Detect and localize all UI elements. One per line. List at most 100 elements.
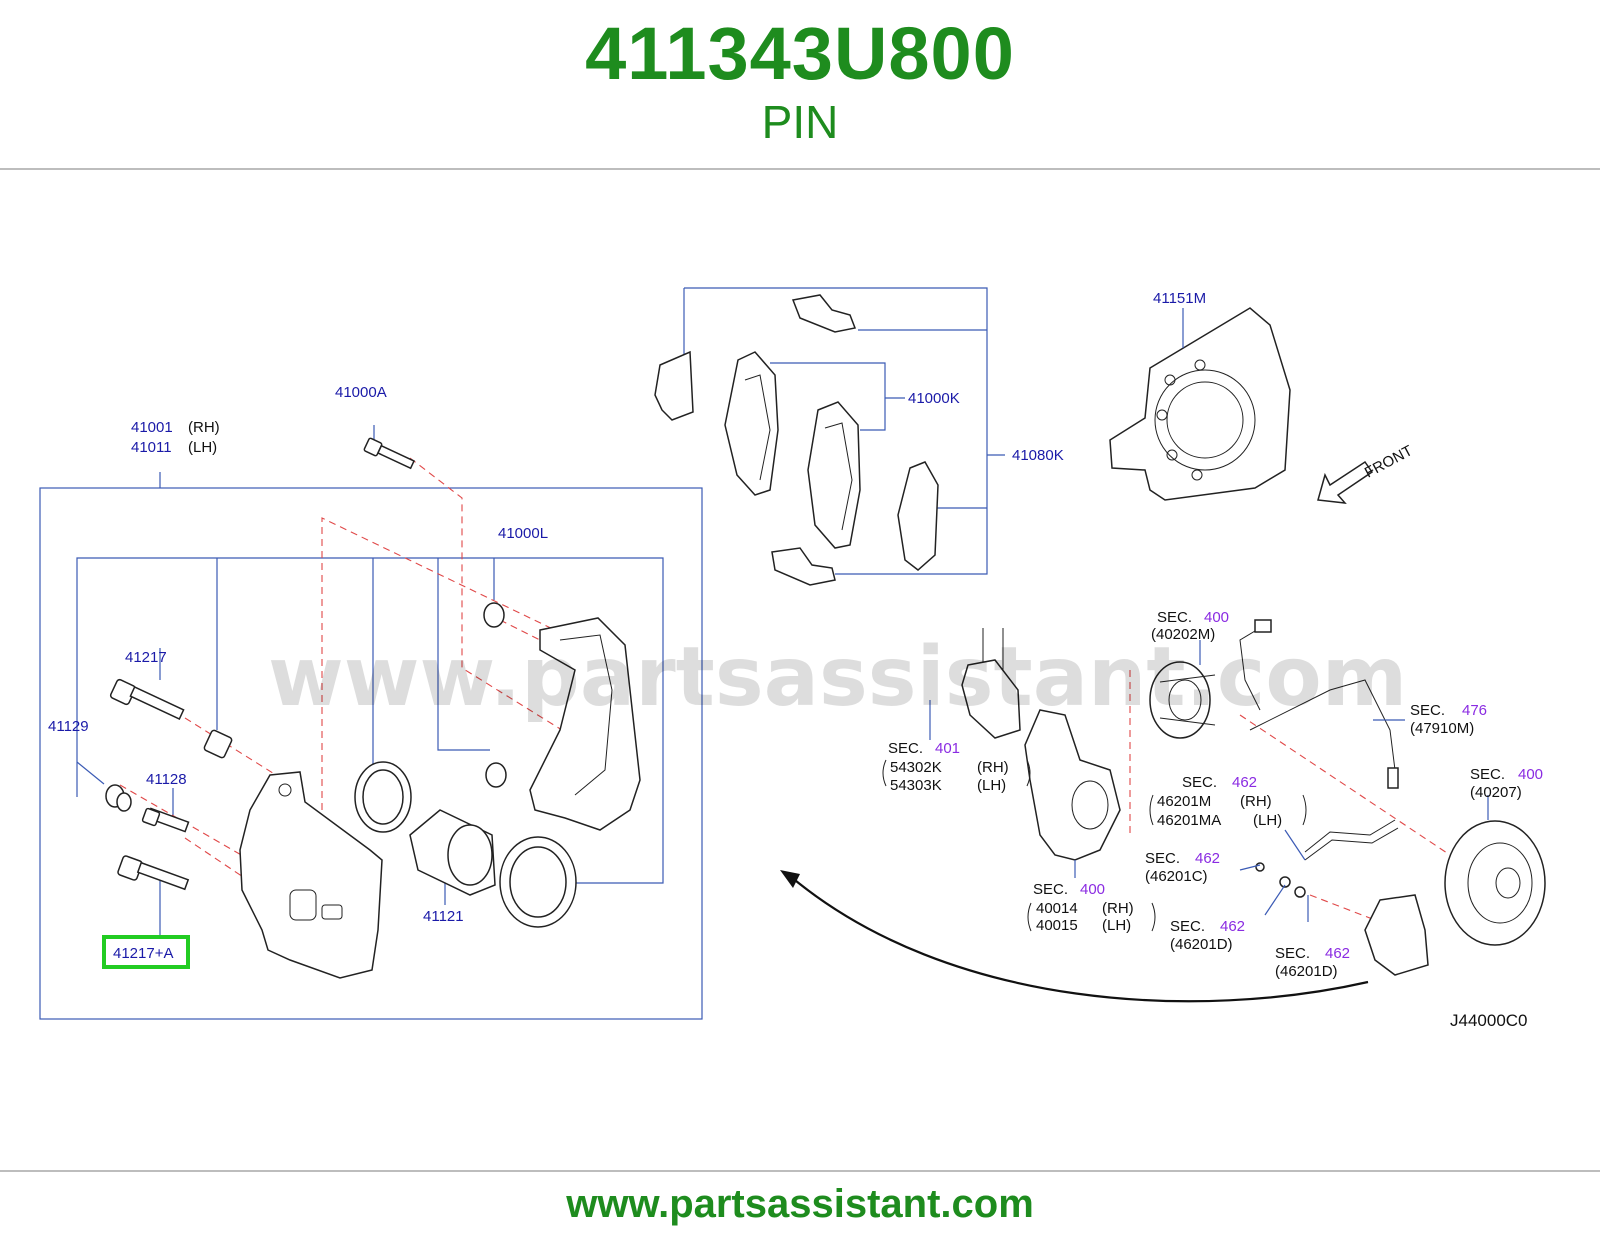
- dash-line-1: [321, 517, 556, 810]
- header-divider: [0, 168, 1600, 170]
- caliper-mount-hole: [278, 783, 292, 797]
- piston: [409, 809, 496, 896]
- label-sec-bolt-num[interactable]: 462: [1195, 850, 1220, 867]
- label-sec-washer2-num[interactable]: 462: [1325, 945, 1350, 962]
- guide-pin-41217A: [117, 855, 190, 891]
- label-41001-rh: (RH): [188, 419, 220, 436]
- dust-boot: [499, 836, 577, 928]
- bushing-upper: [483, 602, 505, 628]
- bracket-41080K: [684, 287, 988, 575]
- parts-diagram: 41001 (RH) 41011 (LH) 41000A 41000L 4121…: [39, 287, 1546, 1030]
- label-sec-strut-num[interactable]: 401: [935, 740, 960, 757]
- label-41000K[interactable]: 41000K: [908, 390, 960, 407]
- label-41128[interactable]: 41128: [146, 771, 187, 788]
- label-sec-washer1: SEC.: [1170, 918, 1205, 935]
- dash-line-2: [409, 457, 571, 736]
- leader-sec462-bolt: [1239, 864, 1261, 871]
- label-46201M-rh: (RH): [1240, 793, 1272, 810]
- label-40015: 40015: [1036, 917, 1078, 934]
- paren-right-40014: [1151, 902, 1156, 932]
- label-sec-hub-num[interactable]: 400: [1204, 609, 1229, 626]
- union-bolt: [1255, 862, 1265, 872]
- label-41000A[interactable]: 41000A: [335, 384, 387, 401]
- label-46201C: (46201C): [1145, 868, 1208, 885]
- abs-sensor: [1387, 767, 1399, 789]
- brake-pad-outer: [724, 351, 779, 496]
- label-41217[interactable]: 41217: [125, 649, 167, 666]
- label-40014-rh: (RH): [1102, 900, 1134, 917]
- bracket-41000L: [76, 557, 664, 884]
- page-header: 411343U800 PIN: [0, 0, 1600, 168]
- dash-line-rotor: [1239, 714, 1451, 856]
- shim-right: [897, 461, 939, 571]
- footer-url[interactable]: www.partsassistant.com: [566, 1182, 1034, 1226]
- knuckle-bore: [1071, 780, 1109, 830]
- label-41121[interactable]: 41121: [423, 908, 464, 925]
- strut-bracket: [961, 659, 1021, 739]
- label-41011-lh: (LH): [188, 439, 217, 456]
- brake-hose-outer: [1304, 827, 1399, 861]
- highlight-box: [102, 935, 190, 969]
- watermark: www.partsassistant.com: [268, 630, 1407, 725]
- label-41151M[interactable]: 41151M: [1153, 290, 1206, 307]
- caliper-window: [289, 889, 317, 921]
- label-41080K[interactable]: 41080K: [1012, 447, 1064, 464]
- label-sec-rotor: SEC.: [1470, 766, 1505, 783]
- label-sec-hose-num[interactable]: 462: [1232, 774, 1257, 791]
- boot-41129: [105, 784, 132, 812]
- sleeve: [203, 729, 233, 759]
- label-sec-bolt: SEC.: [1145, 850, 1180, 867]
- brake-pad-outer-lining: [744, 374, 771, 481]
- brake-pad-inner-lining: [824, 422, 853, 531]
- abs-connector: [1254, 619, 1272, 633]
- assembly-arrow: [789, 875, 1369, 1003]
- label-46201D-1: (46201D): [1170, 936, 1233, 953]
- label-40207: (40207): [1470, 784, 1522, 801]
- label-sec-abs-num[interactable]: 476: [1462, 702, 1487, 719]
- bushing-lower: [485, 762, 507, 788]
- label-46201MA: 46201MA: [1157, 812, 1221, 829]
- brake-rotor: [1444, 820, 1546, 946]
- label-54303K: 54303K: [890, 777, 942, 794]
- part-name: PIN: [761, 96, 839, 148]
- label-41217A[interactable]: 41217+A: [113, 945, 173, 962]
- footer-divider: [0, 1170, 1600, 1172]
- leader-sec462-hose: [1284, 829, 1306, 861]
- caliper-assembly-box: [39, 487, 703, 1020]
- abs-sensor-wire-upper: [1239, 624, 1266, 711]
- label-sec-hub: SEC.: [1157, 609, 1192, 626]
- copper-washer-2: [1294, 886, 1306, 898]
- label-41011[interactable]: 41011: [131, 439, 172, 456]
- label-sec-washer2: SEC.: [1275, 945, 1310, 962]
- label-41001[interactable]: 41001: [131, 419, 173, 436]
- label-sec-washer1-num[interactable]: 462: [1220, 918, 1245, 935]
- caliper-slot: [321, 904, 343, 920]
- label-46201D-2: (46201D): [1275, 963, 1338, 980]
- label-41129[interactable]: 41129: [48, 718, 89, 735]
- label-sec-rotor-num[interactable]: 400: [1518, 766, 1543, 783]
- label-front: FRONT: [1362, 442, 1416, 481]
- front-arrow: [1317, 460, 1374, 504]
- caliper-assembly-small: [1364, 894, 1429, 976]
- label-sec-knuckle: SEC.: [1033, 881, 1068, 898]
- label-54303K-lh: (LH): [977, 777, 1006, 794]
- label-54302K: 54302K: [890, 759, 942, 776]
- leader-bushing-lower: [437, 558, 490, 751]
- paren-left-46201M: [1149, 794, 1154, 826]
- label-sec-knuckle-num[interactable]: 400: [1080, 881, 1105, 898]
- leader-sec462-washer1: [1264, 884, 1286, 916]
- paren-right-46201M: [1302, 794, 1307, 826]
- torque-member: [529, 617, 641, 831]
- paren-left-54302K: [882, 759, 887, 787]
- leader-41129: [76, 761, 105, 785]
- label-41000L[interactable]: 41000L: [498, 525, 548, 542]
- brake-hose: [1304, 819, 1396, 853]
- abs-sensor-wire: [1249, 679, 1396, 771]
- brake-pad-inner: [807, 401, 861, 549]
- part-number: 411343U800: [585, 12, 1015, 95]
- bleeder-41128: [141, 807, 190, 833]
- label-40202M: (40202M): [1151, 626, 1215, 643]
- anti-rattle-clip-lower: [771, 547, 836, 586]
- dash-line-caliper: [1309, 894, 1376, 921]
- label-sec-strut: SEC.: [888, 740, 923, 757]
